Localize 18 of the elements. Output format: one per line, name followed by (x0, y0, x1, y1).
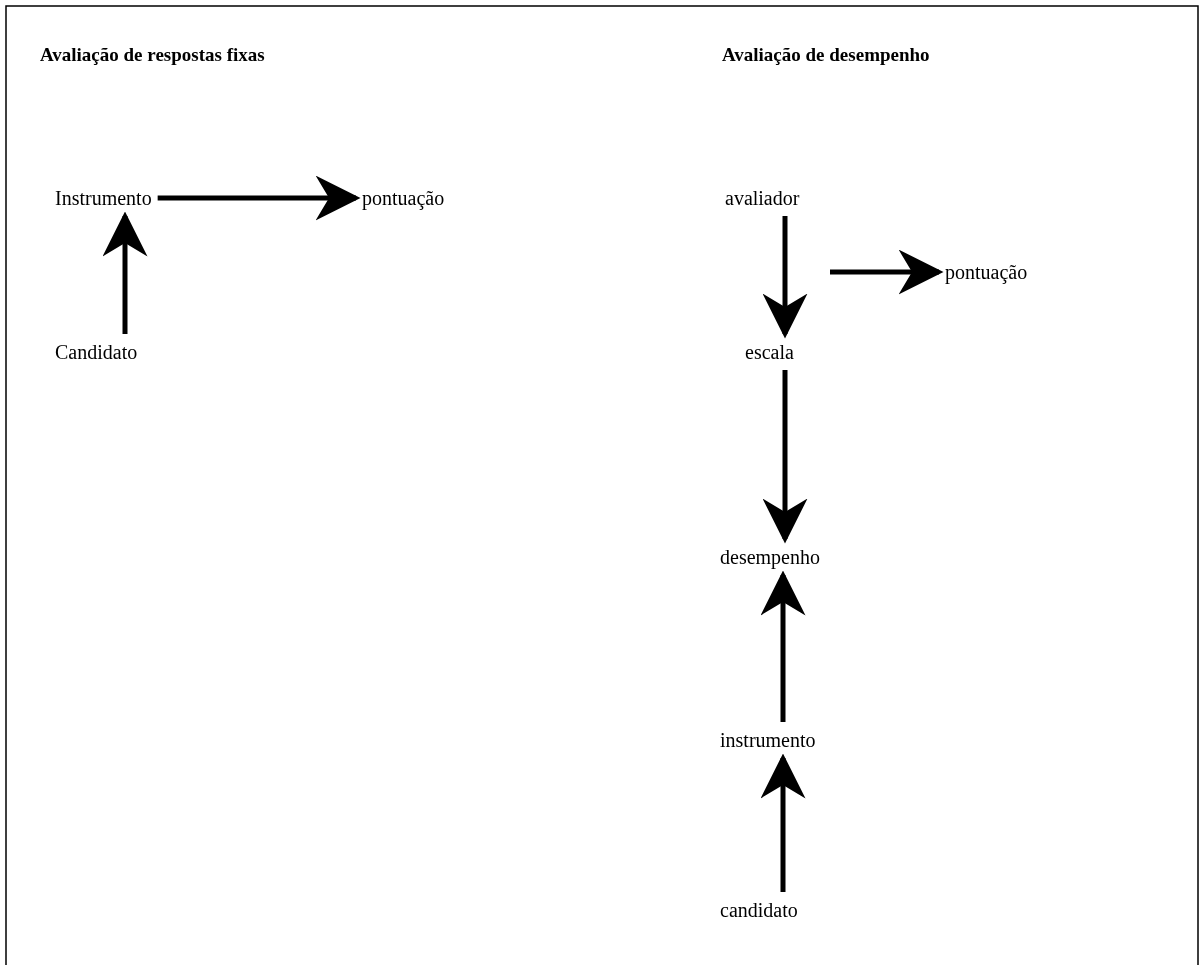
section-heading: Avaliação de respostas fixas (40, 44, 265, 66)
node-label: candidato (720, 898, 798, 922)
arrow (762, 216, 808, 339)
node-label: avaliador (725, 186, 800, 210)
node-label: Candidato (55, 340, 138, 364)
arrow (760, 570, 806, 722)
arrow (102, 211, 148, 334)
node-label: desempenho (720, 545, 820, 569)
arrow (830, 249, 944, 295)
node-label: instrumento (720, 728, 816, 752)
node-label: pontuação (362, 186, 445, 210)
node-label: Instrumento (55, 186, 152, 210)
node-label: escala (745, 340, 794, 364)
arrow (760, 753, 806, 892)
section-heading: Avaliação de desempenho (722, 44, 930, 66)
arrow (157, 175, 361, 221)
node-label: pontuação (945, 260, 1028, 284)
arrow (762, 370, 808, 544)
